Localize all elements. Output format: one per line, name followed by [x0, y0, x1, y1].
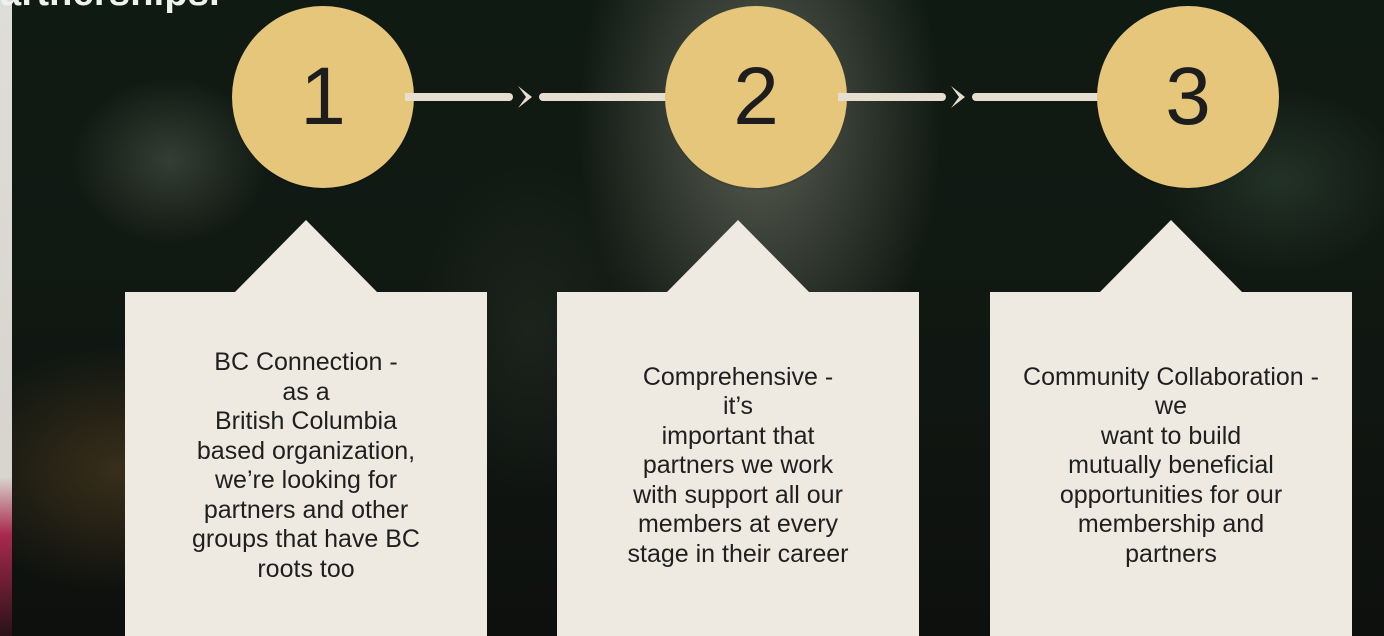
- step-2-description: it’s important that partners we work wit…: [627, 392, 849, 568]
- step-2-to-3-arrow: [838, 86, 1108, 108]
- step-3-title: Community Collaboration -: [1023, 362, 1319, 391]
- chevron-right-icon: [518, 86, 532, 108]
- step-2-number: 2: [733, 51, 779, 142]
- step-3-circle: 3: [1097, 6, 1279, 188]
- partial-heading: artnerships.: [0, 0, 220, 12]
- step-2-title: Comprehensive -: [642, 362, 834, 391]
- callout-card-shape: [557, 220, 919, 636]
- step-3-description: we want to build mutually beneficial opp…: [1059, 392, 1283, 568]
- step-1-card-text: BC Connection - as a British Columbia ba…: [147, 312, 465, 620]
- step-2-card-text: Comprehensive - it’s important that part…: [579, 312, 897, 620]
- step-3-card-text: Community Collaboration - we want to bui…: [1012, 312, 1330, 620]
- step-2-circle: 2: [665, 6, 847, 188]
- step-1-description: as a British Columbia based organization…: [192, 377, 420, 583]
- step-3-number: 3: [1165, 51, 1211, 142]
- step-3-card: Community Collaboration - we want to bui…: [990, 220, 1352, 636]
- step-1-to-2-arrow: [405, 86, 675, 108]
- step-1-circle: 1: [232, 6, 414, 188]
- chevron-right-icon: [951, 86, 965, 108]
- callout-card-shape: [990, 220, 1352, 636]
- step-1-title: BC Connection -: [214, 348, 398, 376]
- step-1-number: 1: [300, 51, 346, 142]
- background-photo-edge: [0, 0, 12, 636]
- step-1-card: BC Connection - as a British Columbia ba…: [125, 220, 487, 636]
- callout-card-shape: [125, 220, 487, 636]
- step-2-card: Comprehensive - it’s important that part…: [557, 220, 919, 636]
